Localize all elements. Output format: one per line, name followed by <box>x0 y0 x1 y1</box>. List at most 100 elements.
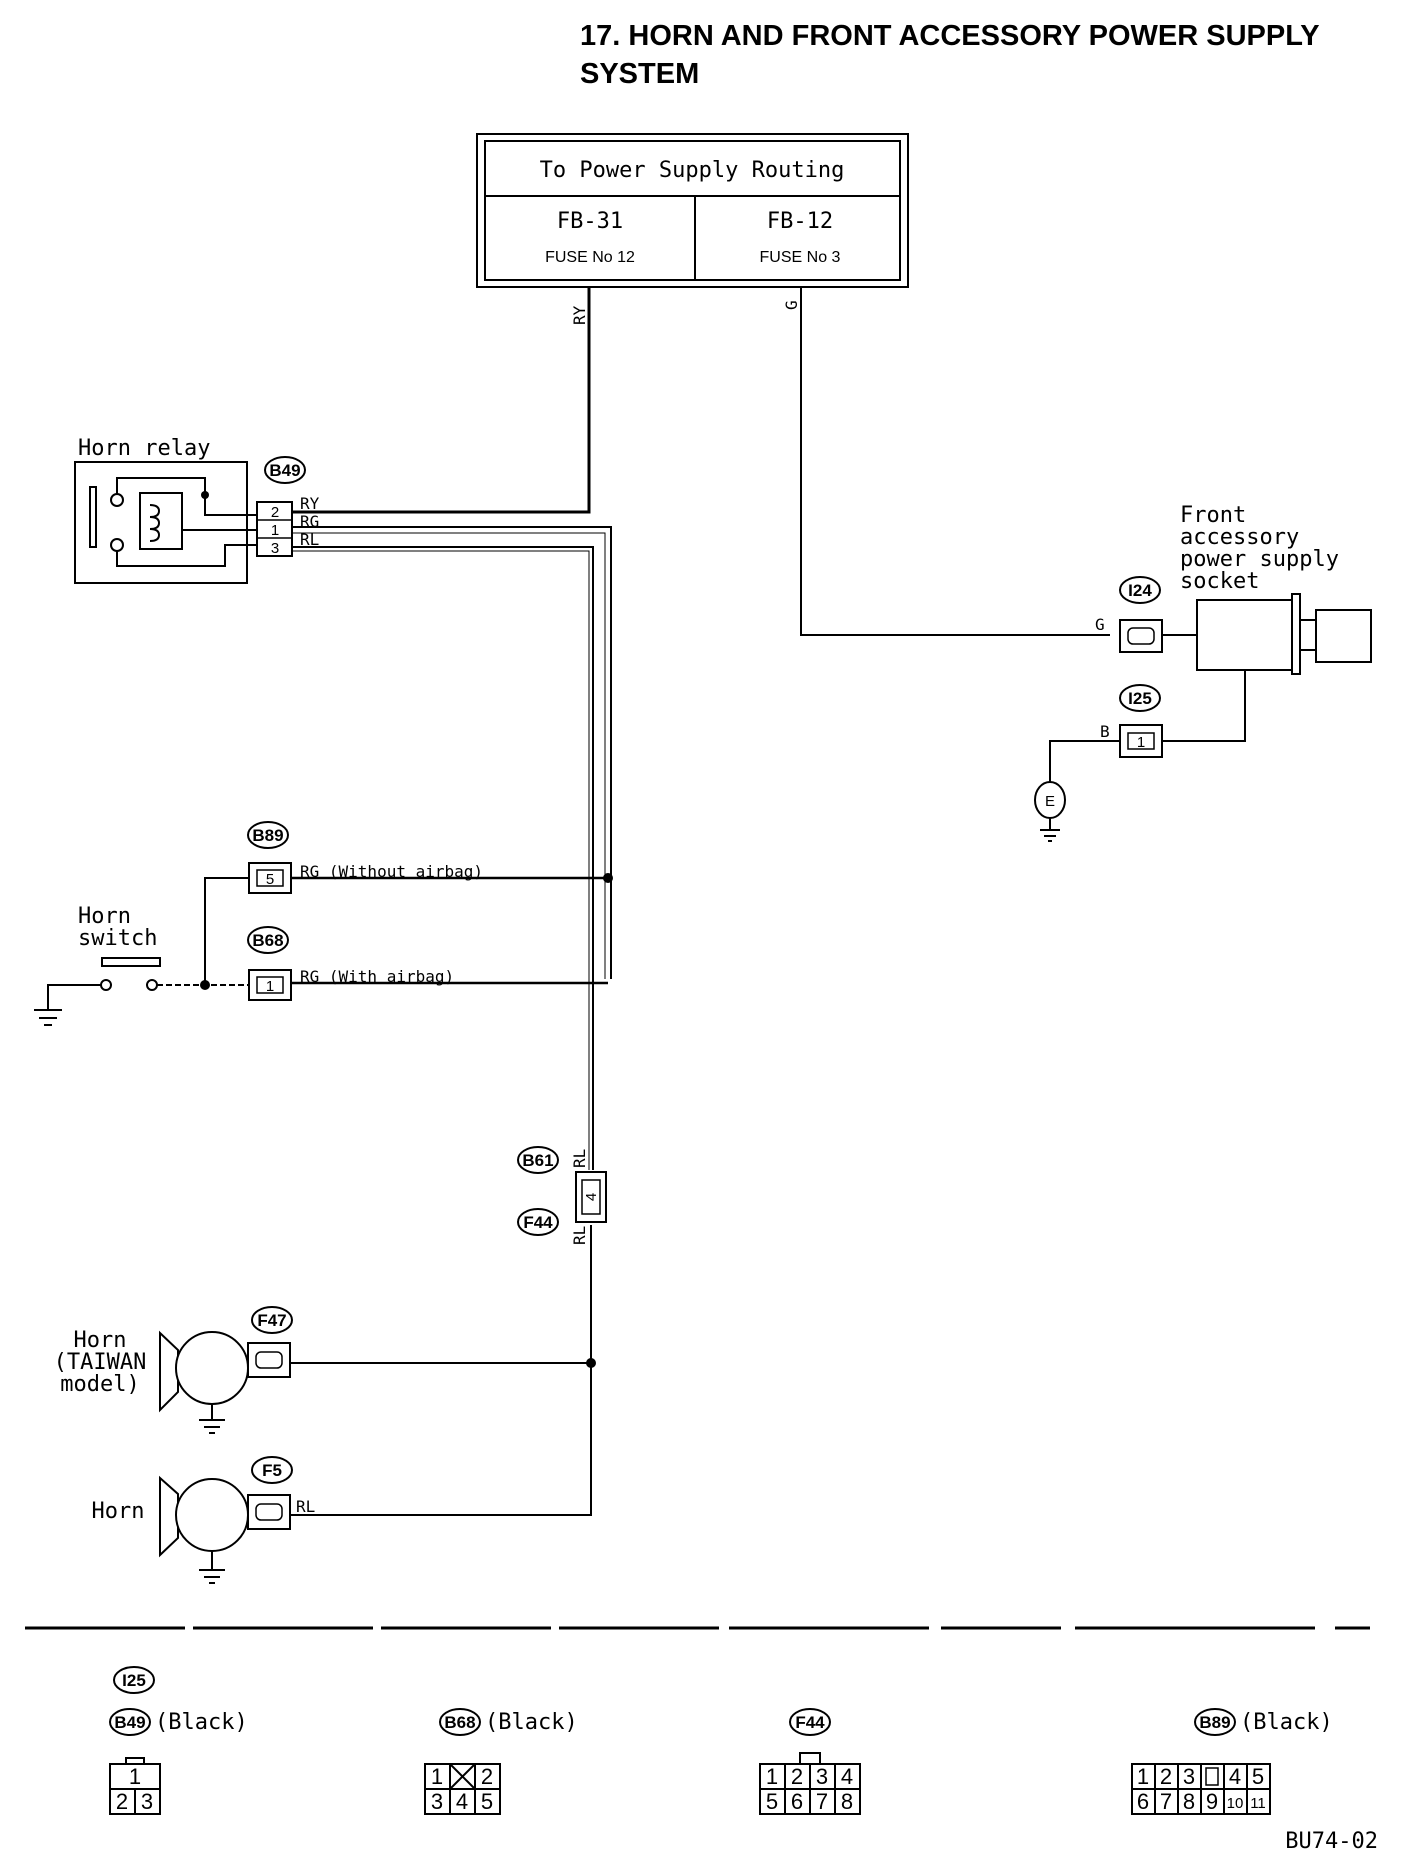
socket-label-2: accessory <box>1180 525 1299 550</box>
title-line-1: 17. HORN AND FRONT ACCESSORY POWER SUPPL… <box>580 20 1320 52</box>
wire-rl-label-f5: RL <box>296 1497 315 1516</box>
wire-g: G G <box>782 287 1110 635</box>
wire-ry-label: RY <box>300 494 320 513</box>
fb-12-label: FB-12 <box>767 209 833 234</box>
legend-b49: I25 B49 (Black) 1 2 3 <box>110 1667 248 1814</box>
socket-label-3: power supply <box>1180 547 1339 572</box>
legend-f44-label: F44 <box>795 1713 825 1732</box>
legend-b89-pin-10: 10 <box>1227 1795 1244 1812</box>
i25-pin-1: 1 <box>1137 734 1145 751</box>
b61-pin-4: 4 <box>583 1193 600 1201</box>
legend-i25-label: I25 <box>122 1671 146 1690</box>
horn-label: Horn <box>92 1499 145 1524</box>
socket-label-4: socket <box>1180 569 1259 594</box>
horn-taiwan-label-3: model) <box>60 1372 139 1397</box>
horn-switch-label-1: Horn <box>78 904 131 929</box>
wire-rl-label-b49: RL <box>300 530 319 549</box>
connector-b61-f44: B61 F44 4 RL RL <box>518 1147 606 1245</box>
legend-b68-pin-2: 2 <box>481 1764 493 1789</box>
legend-b68-pin-5: 5 <box>481 1789 493 1814</box>
connector-b68-label: B68 <box>252 931 283 950</box>
front-accessory-socket: Front accessory power supply socket I24 … <box>1035 503 1371 841</box>
wire-g-label: G <box>1095 615 1105 634</box>
horn-taiwan-label-2: (TAIWAN <box>54 1350 147 1375</box>
fuse-12-label: FUSE No 12 <box>545 249 635 266</box>
fuse-3-label: FUSE No 3 <box>760 249 841 266</box>
connector-b89-label: B89 <box>252 826 283 845</box>
fb-31-label: FB-31 <box>557 209 623 234</box>
ground-e-label: E <box>1045 793 1055 810</box>
socket-label-1: Front <box>1180 503 1246 528</box>
horn-switch: Horn switch <box>34 878 249 1025</box>
legend-b89-pin-3: 3 <box>1183 1764 1195 1789</box>
b49-pin-1: 1 <box>271 522 279 539</box>
connector-f5-label: F5 <box>262 1461 282 1480</box>
legend-f44-pin-3: 3 <box>816 1764 828 1789</box>
legend-b89-pin-4: 4 <box>1229 1764 1241 1789</box>
legend-b68-pin-4: 4 <box>456 1789 468 1814</box>
horn-relay-label: Horn relay <box>78 436 210 461</box>
legend-b89-pin-7: 7 <box>1160 1789 1172 1814</box>
legend-f44-pin-2: 2 <box>791 1764 803 1789</box>
legend-f44-pin-7: 7 <box>816 1789 828 1814</box>
legend-b89-pin-6: 6 <box>1137 1789 1149 1814</box>
power-box-header: To Power Supply Routing <box>540 158 845 183</box>
wire-rg-label-b49: RG <box>300 512 319 531</box>
legend-b68-label: B68 <box>444 1713 475 1732</box>
title-line-2: SYSTEM <box>580 58 699 90</box>
legend-b89-pin-1: 1 <box>1137 1764 1149 1789</box>
wire-b-label: B <box>1100 722 1110 741</box>
legend-b49-color: (Black) <box>155 1710 248 1735</box>
connector-i25-label: I25 <box>1128 689 1152 708</box>
wire-rg-with-airbag-label: RG (With airbag) <box>300 967 454 986</box>
wire-g-label-vertical: G <box>782 300 801 310</box>
horn-relay: Horn relay <box>75 436 257 583</box>
legend-b89-pin-8: 8 <box>1183 1789 1195 1814</box>
legend-b89-pin-5: 5 <box>1252 1764 1264 1789</box>
wire-rl-label-b61: RL <box>570 1149 589 1168</box>
legend-b89-pin-9: 9 <box>1206 1789 1218 1814</box>
connector-b49: B49 2 1 3 <box>257 457 305 557</box>
legend-b89-color: (Black) <box>1240 1710 1333 1735</box>
connector-i24-label: I24 <box>1128 581 1152 600</box>
wire-ry: RY RY <box>270 287 589 513</box>
horn-taiwan-label-1: Horn <box>74 1328 127 1353</box>
connector-b68: B68 1 RG (With airbag) <box>248 927 454 1000</box>
wire-ry-label-vertical: RY <box>570 305 589 325</box>
horn-switch-label-2: switch <box>78 926 157 951</box>
b89-pin-5: 5 <box>266 871 274 888</box>
legend-f44-pin-1: 1 <box>766 1764 778 1789</box>
connector-b61-label: B61 <box>522 1151 553 1170</box>
legend-f44-pin-5: 5 <box>766 1789 778 1814</box>
legend-b49-label: B49 <box>114 1713 145 1732</box>
wire-rl <box>290 547 596 1515</box>
legend-b49-pin-1: 1 <box>129 1764 141 1789</box>
b68-pin-1: 1 <box>266 978 274 995</box>
legend-b68-pin-3: 3 <box>431 1789 443 1814</box>
power-supply-box: To Power Supply Routing FB-31 FUSE No 12… <box>477 134 908 287</box>
wire-rg-without-airbag-label: RG (Without airbag) <box>300 862 483 881</box>
legend-b68-pin-1: 1 <box>431 1764 443 1789</box>
connector-f44-label: F44 <box>523 1213 553 1232</box>
legend-f44-pin-6: 6 <box>791 1789 803 1814</box>
legend-f44: F44 1 2 3 4 5 6 7 8 <box>760 1709 860 1814</box>
legend-f44-pin-4: 4 <box>841 1764 853 1789</box>
horn: Horn F5 RL <box>92 1457 315 1583</box>
legend-b49-pin-2: 2 <box>116 1789 128 1814</box>
wire-rl-label-f44: RL <box>570 1226 589 1245</box>
connector-b89: B89 5 RG (Without airbag) <box>248 822 483 893</box>
connector-b49-label: B49 <box>269 461 300 480</box>
legend-b49-pin-3: 3 <box>141 1789 153 1814</box>
b49-pin-3: 3 <box>271 540 279 557</box>
legend-b89-pin-2: 2 <box>1160 1764 1172 1789</box>
legend-f44-pin-8: 8 <box>841 1789 853 1814</box>
legend-b89: B89 (Black) 1 2 3 4 5 6 7 8 9 10 11 <box>1132 1709 1333 1814</box>
legend-b89-pin-11: 11 <box>1250 1795 1266 1812</box>
wire-rg <box>292 527 613 983</box>
legend-b68-color: (Black) <box>485 1710 578 1735</box>
diagram-code: BU74-02 <box>1285 1829 1378 1854</box>
legend-b68: B68 (Black) 1 2 3 4 5 <box>425 1709 578 1814</box>
connector-f47-label: F47 <box>257 1311 286 1330</box>
b49-pin-2: 2 <box>271 504 279 521</box>
